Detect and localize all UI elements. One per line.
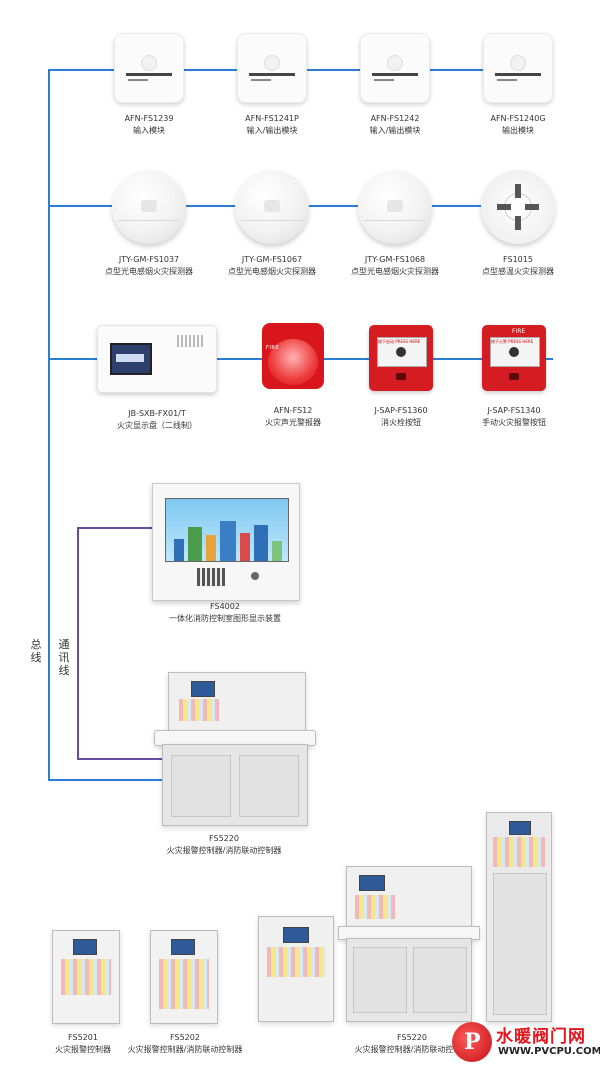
comm-line-vertical [77, 527, 79, 759]
hydrant-button: 按下启动 PRESS HERE [369, 325, 433, 391]
comm-line-top [77, 527, 157, 529]
bus-label: 总线 [30, 638, 42, 664]
output-module-fs1240g [483, 33, 553, 103]
io-module-fs1242 [360, 33, 430, 103]
controller-fs5201 [52, 930, 120, 1024]
smoke-detector-fs1068 [358, 170, 432, 244]
smoke-detector-fs1067 [235, 170, 309, 244]
smoke-detector-fs1037 [112, 170, 186, 244]
bus-trunk-line [48, 69, 50, 780]
manual-call-point: FIRE 按下火警 PRESS HERE [482, 325, 546, 391]
fire-display-panel [97, 325, 217, 393]
controller-wall-cabinet [258, 916, 334, 1022]
sound-light-alarm: FIRE [262, 323, 324, 389]
io-module-fs1241p [237, 33, 307, 103]
controller-fs5202 [150, 930, 218, 1024]
heat-detector-fs1015 [481, 170, 555, 244]
graphic-display-fs4002 [152, 483, 300, 601]
controller-desk-fs5220-base [346, 938, 472, 1022]
watermark-name: 水暖阀门网 [496, 1027, 586, 1047]
comm-line-bottom [77, 758, 170, 760]
watermark-logo-icon: P [452, 1022, 492, 1062]
main-controller-base [162, 744, 308, 826]
comm-label: 通讯线 [58, 638, 70, 677]
controller-desk-fs5220-upper [346, 866, 472, 928]
input-module-fs1239 [114, 33, 184, 103]
bus-branch-controller [48, 779, 170, 781]
controller-tall-cabinet [486, 812, 552, 1022]
site-watermark: P 水暖阀门网 WWW.PVCPU.COM [452, 1022, 600, 1066]
main-controller-fs5220 [168, 672, 306, 732]
watermark-url: WWW.PVCPU.COM [498, 1046, 600, 1057]
